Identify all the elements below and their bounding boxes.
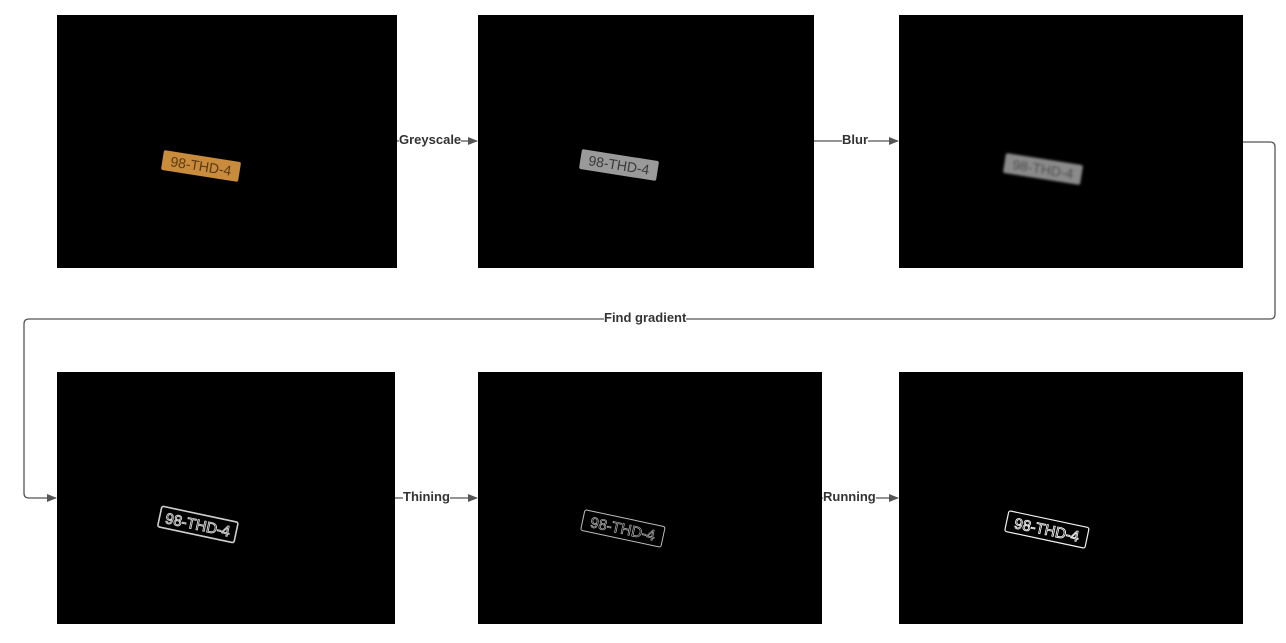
edge-label-running: Running [823,489,876,505]
plate-blur: 98-THD-4 [1003,153,1083,185]
step-image-original [57,15,397,268]
plate-running-outline [1004,510,1090,549]
plate-thinned-outline [580,509,666,548]
plate-greyscale-body [579,149,659,181]
edge-label-greyscale: Greyscale [399,132,462,148]
step-image-blur [899,15,1243,268]
plate-thinned-text: 98-THD-4 [589,514,657,544]
plate-gradient-outline [157,505,239,544]
edge-label-blur: Blur [842,132,868,148]
plate-thinned: 98-THD-4 [580,509,666,548]
plate-original-body [161,150,241,182]
plate-gradient: 98-THD-4 [157,505,239,544]
plate-blur-body [1003,153,1083,185]
edge-label-thining: Thining [403,489,450,505]
step-image-thinned [478,372,822,624]
step-image-running [899,372,1243,624]
step-image-gradient [57,372,395,624]
step-image-greyscale [478,15,814,268]
plate-original: 98-THD-4 [161,150,241,182]
plate-gradient-text: 98-THD-4 [164,510,232,540]
plate-running: 98-THD-4 [1004,510,1090,549]
edge-label-find-gradient: Find gradient [604,310,687,326]
plate-running-text: 98-THD-4 [1013,515,1081,545]
plate-greyscale: 98-THD-4 [579,149,659,181]
